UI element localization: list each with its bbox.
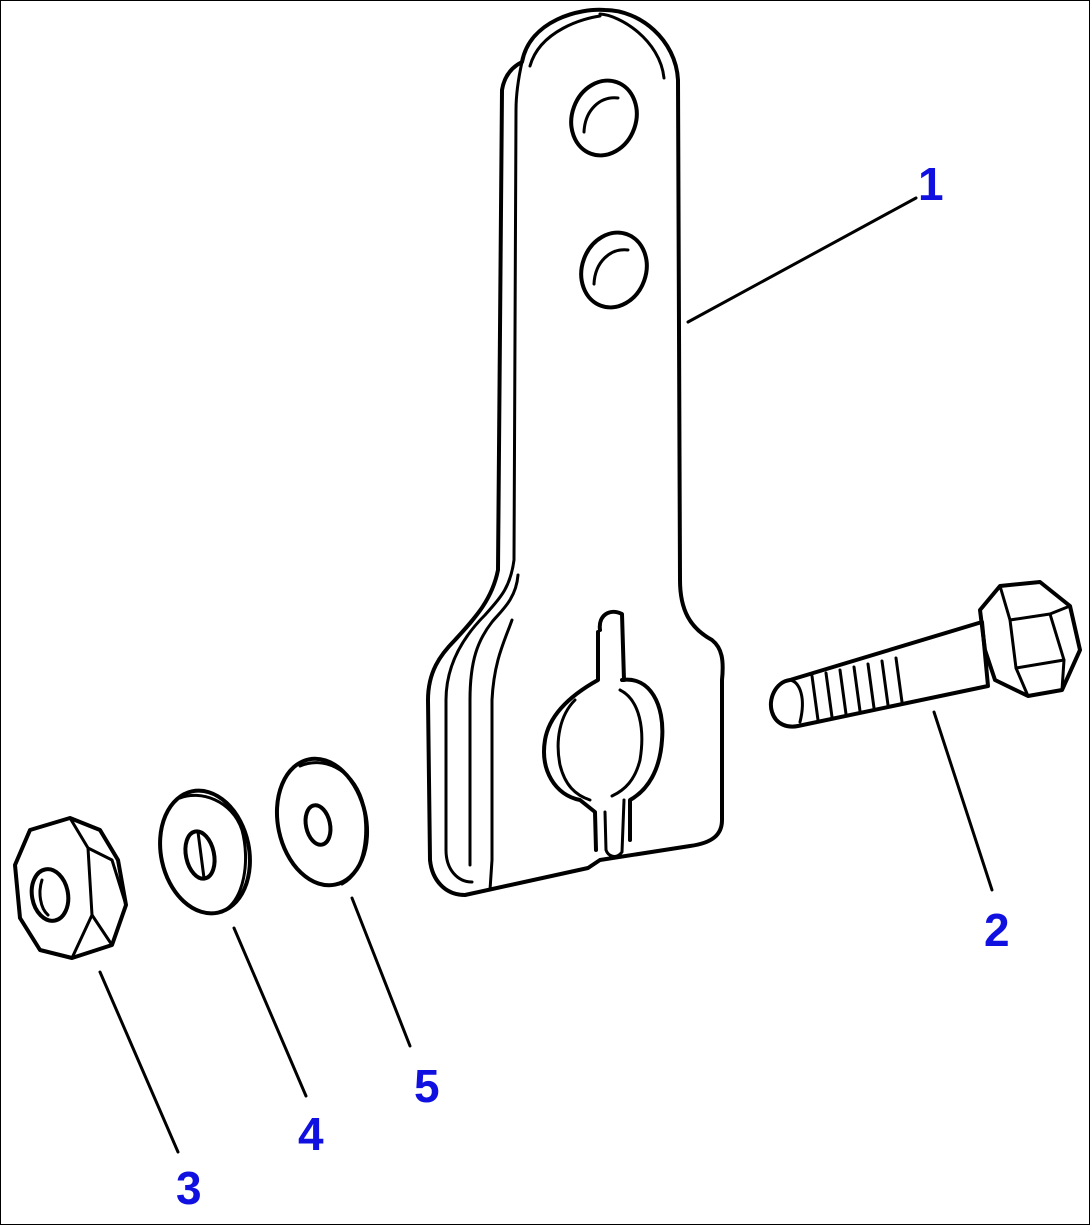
callout-4: 4 (298, 1108, 324, 1160)
middle-hole (579, 230, 649, 310)
clamp-slot (542, 609, 665, 858)
leader-line-1 (686, 196, 918, 324)
callout-5: 5 (414, 1060, 440, 1112)
hex-nut-part (13, 816, 128, 960)
leader-lines (98, 196, 994, 1154)
hex-bolt-part (769, 580, 1082, 729)
lever-arm-part (426, 7, 725, 897)
leader-line-5 (350, 896, 412, 1048)
top-hole (569, 78, 639, 158)
lock-washer-part (158, 788, 252, 916)
callout-2: 2 (984, 904, 1010, 956)
callout-3: 3 (176, 1162, 202, 1214)
callout-labels: 1 2 3 4 5 (176, 158, 1010, 1214)
leader-line-2 (932, 710, 994, 892)
leader-line-3 (98, 970, 180, 1154)
leader-line-4 (232, 926, 308, 1098)
callout-1: 1 (918, 158, 944, 210)
flat-washer-part (274, 756, 370, 888)
